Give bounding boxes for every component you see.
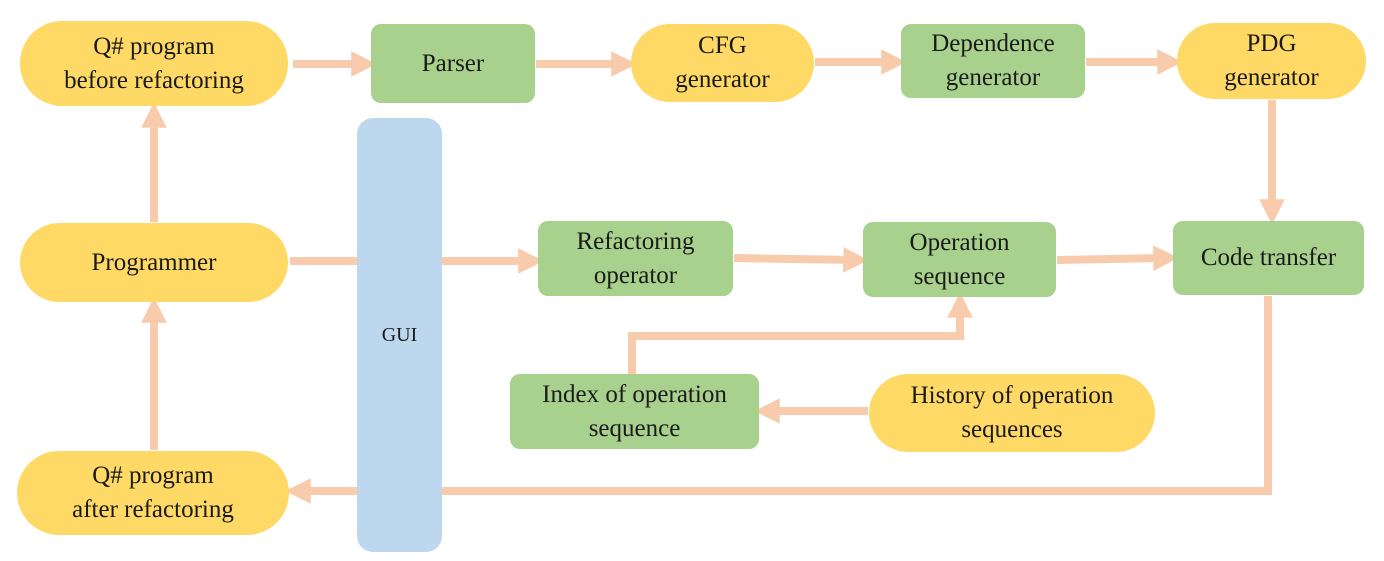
arrow-index-to-operation-sequence	[628, 292, 973, 375]
operation-sequence-box: Operation sequence	[863, 222, 1056, 297]
cfg-generator: CFG generator	[631, 24, 814, 102]
arrow-refactoring-to-operation-sequence	[733, 246, 869, 273]
pdg-generator: PDG generator	[1177, 23, 1366, 99]
q-program-after-refactoring: Q# program after refactoring	[17, 451, 289, 535]
code-transfer-box: Code transfer	[1173, 221, 1364, 295]
history-of-operation-sequences: History of operation sequences	[869, 374, 1155, 452]
refactoring-operator-box: Refactoring operator	[538, 221, 733, 296]
dependence-generator-box: Dependence generator	[901, 24, 1085, 98]
q-program-before-refactoring: Q# program before refactoring	[20, 21, 288, 106]
gui-panel: GUI	[357, 118, 442, 552]
arrow-operation-sequence-to-code-transfer	[1056, 245, 1179, 272]
arrow-code-transfer-to-qafter-segment	[441, 296, 1272, 495]
parser-box: Parser	[371, 24, 535, 103]
index-of-operation-sequence-box: Index of operation sequence	[510, 374, 759, 449]
programmer: Programmer	[20, 223, 288, 302]
